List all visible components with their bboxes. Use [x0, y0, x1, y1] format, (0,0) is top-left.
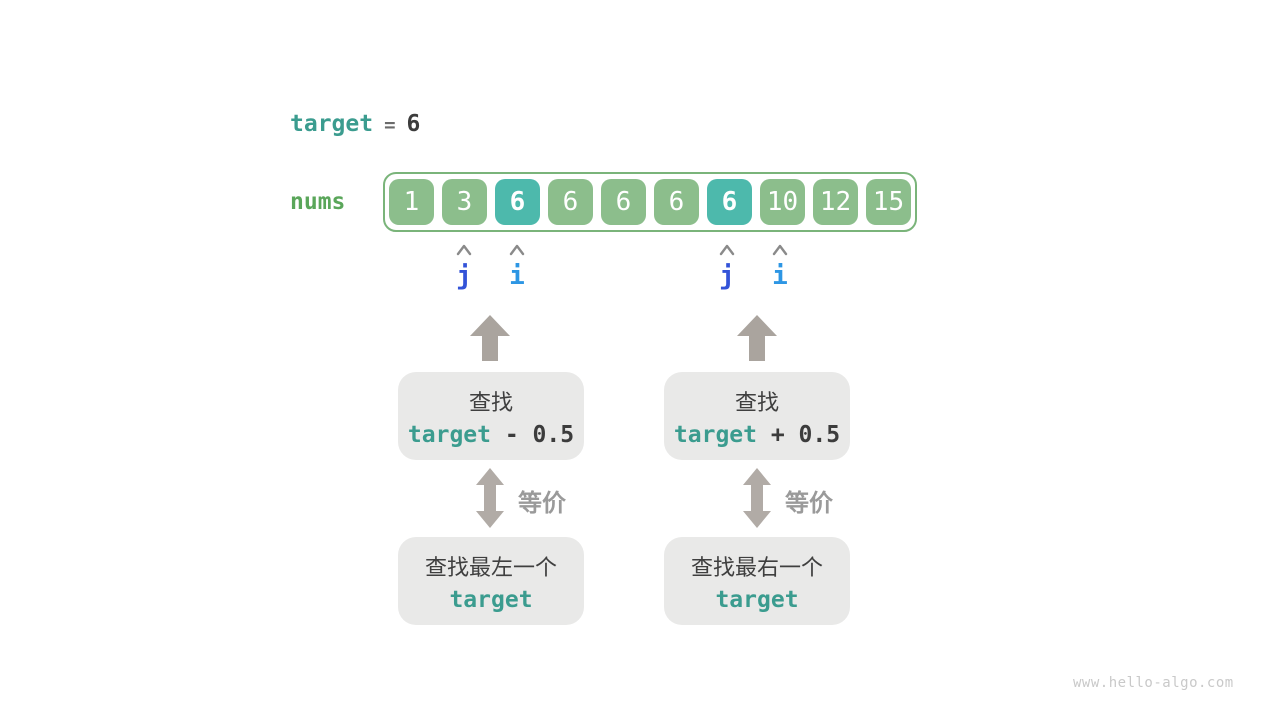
expression-suffix: + 0.5: [757, 421, 841, 448]
pointer-i-right: i: [772, 261, 788, 291]
search-rightmost-box: 查找最右一个 target: [664, 537, 850, 625]
up-arrow-icon: [737, 315, 777, 361]
search-label: 查找: [734, 389, 779, 415]
search-expression: target: [715, 587, 798, 613]
caret-up-icon: [456, 244, 472, 256]
nums-label: nums: [290, 189, 346, 215]
array-cell: 6: [601, 179, 646, 225]
search-target-plus-box: 查找 target + 0.5: [664, 372, 850, 460]
caret-up-icon: [719, 244, 735, 256]
pointer-i-left: i: [509, 261, 525, 291]
target-value: 6: [406, 111, 421, 137]
equivalence-label: 等价: [785, 490, 833, 517]
caret-up-icon: [772, 244, 788, 256]
search-expression: target - 0.5: [408, 422, 574, 448]
search-leftmost-box: 查找最左一个 target: [398, 537, 584, 625]
array-cell: 15: [866, 179, 911, 225]
up-arrow-icon: [470, 315, 510, 361]
search-label: 查找: [468, 389, 513, 415]
search-expression: target + 0.5: [674, 422, 840, 448]
equivalence-arrow-icon: [476, 468, 504, 528]
array-cell: 1: [389, 179, 434, 225]
search-expression: target: [449, 587, 532, 613]
array-cell: 6: [654, 179, 699, 225]
search-target-minus-box: 查找 target - 0.5: [398, 372, 584, 460]
caret-up-icon: [509, 244, 525, 256]
target-keyword: target: [449, 586, 533, 613]
array-cell: 12: [813, 179, 858, 225]
target-keyword: target: [290, 111, 374, 137]
pointer-j-right: j: [719, 261, 735, 291]
equivalence-label: 等价: [518, 490, 566, 517]
target-assignment: target = 6: [290, 111, 420, 137]
pointer-j-left: j: [456, 261, 472, 291]
target-keyword: target: [715, 586, 799, 613]
nums-array: 1 3 6 6 6 6 6 10 12 15: [383, 172, 917, 232]
array-cell: 6: [495, 179, 540, 225]
search-leftmost-label: 查找最左一个: [424, 554, 557, 580]
target-keyword: target: [407, 421, 491, 448]
expression-suffix: - 0.5: [491, 421, 575, 448]
search-rightmost-label: 查找最右一个: [690, 554, 823, 580]
array-cell: 10: [760, 179, 805, 225]
array-cell: 6: [707, 179, 752, 225]
target-keyword: target: [673, 421, 757, 448]
equals-sign: =: [384, 114, 396, 136]
watermark: www.hello-algo.com: [1073, 675, 1234, 691]
array-cell: 6: [548, 179, 593, 225]
equivalence-arrow-icon: [743, 468, 771, 528]
array-cell: 3: [442, 179, 487, 225]
